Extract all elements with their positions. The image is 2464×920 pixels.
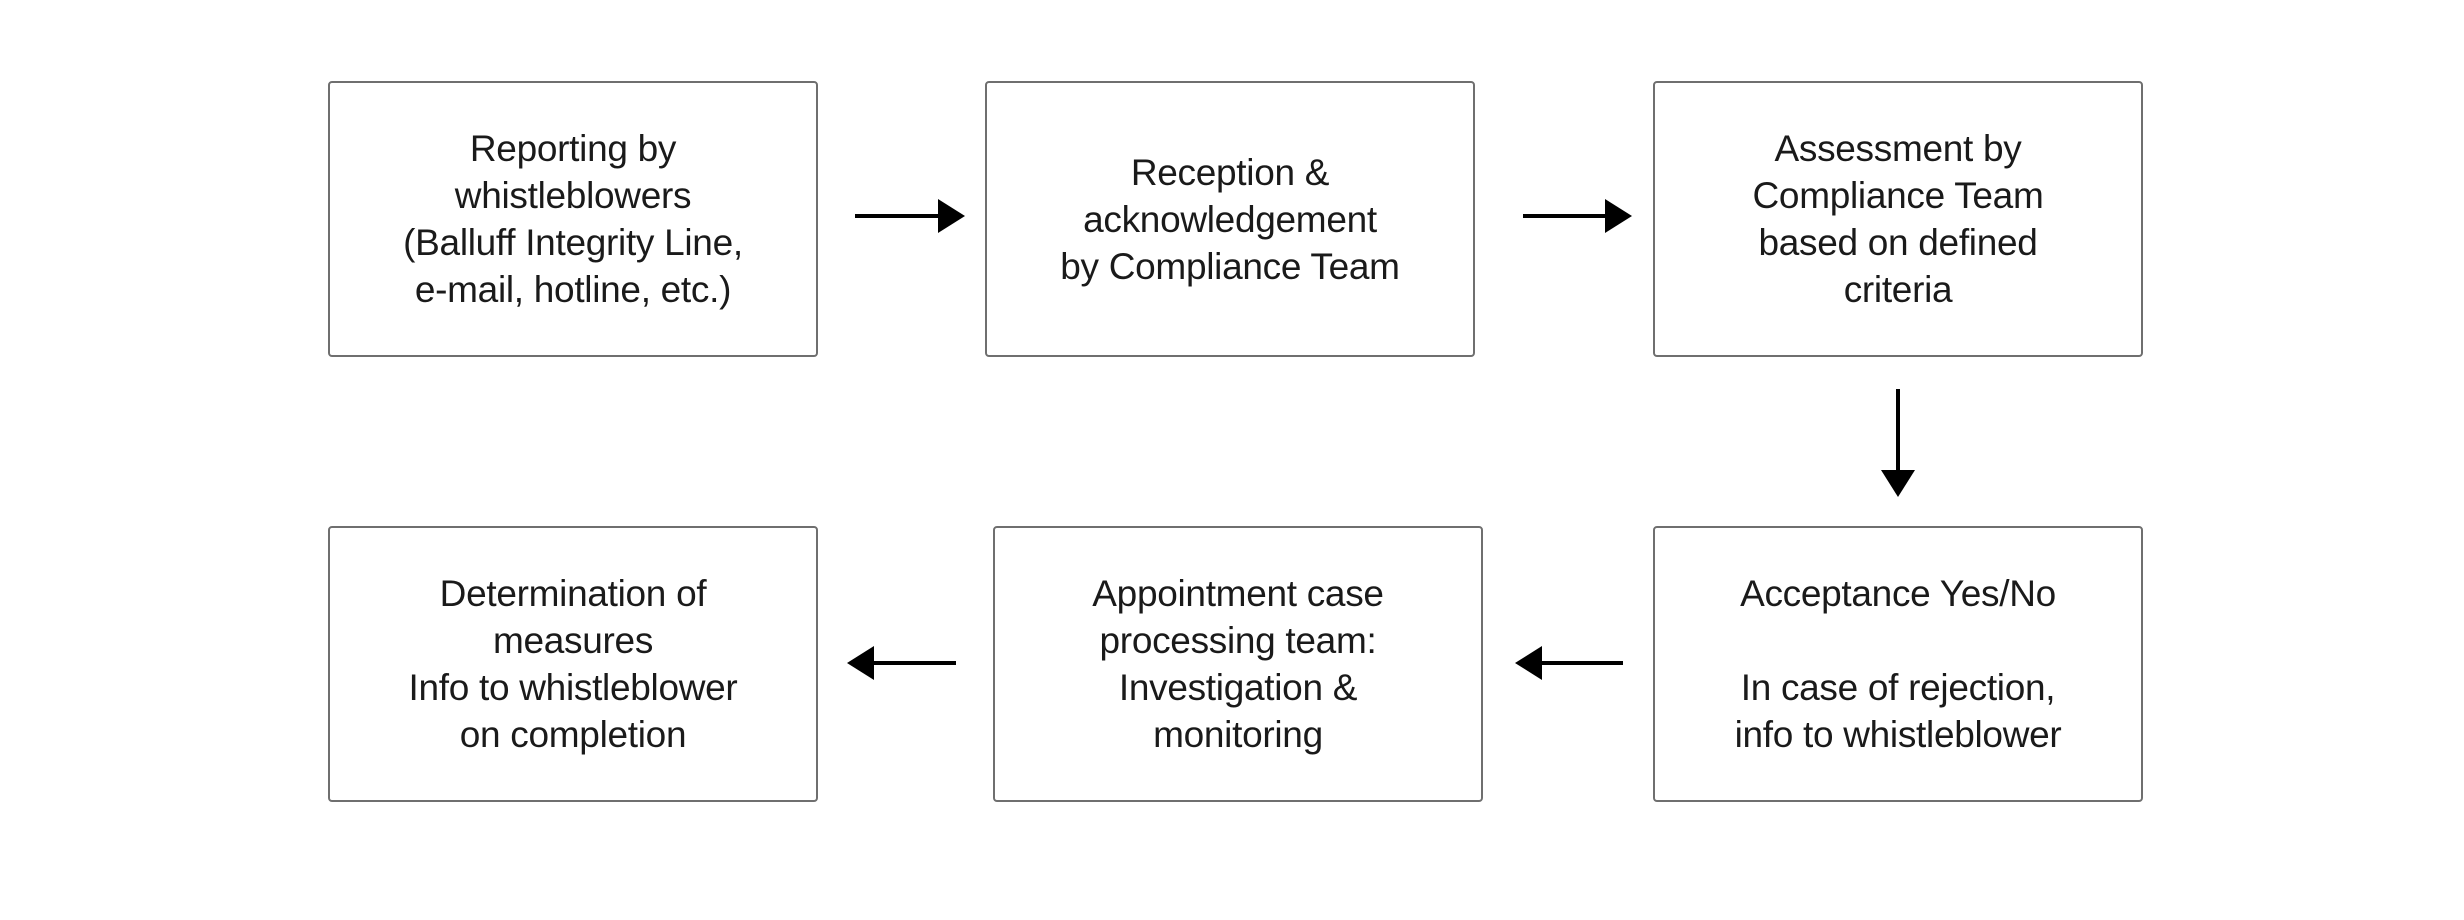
step-line: Investigation & [1118,667,1358,708]
arrow-acceptance-to-appointment [1515,646,1623,680]
step-text-reception: Reception & acknowledgement by Complianc… [1060,149,1400,290]
arrow-left-head-icon [847,646,874,680]
step-line: (Balluff Integrity Line, [403,222,743,263]
step-line: Compliance Team [1752,175,2044,216]
arrow-appointment-to-determination [847,646,956,680]
arrow-reception-to-assessment [1523,199,1632,233]
step-line: Info to whistleblower [408,667,738,708]
step-box-appointment: Appointment case processing team: Invest… [993,526,1483,802]
arrow-right-head-icon [938,199,965,233]
step-text-acceptance: Acceptance Yes/No In case of rejection, … [1735,570,2062,758]
step-text-appointment: Appointment case processing team: Invest… [1092,570,1384,758]
step-text-assessment: Assessment by Compliance Team based on d… [1753,125,2044,313]
step-text-determination: Determination of measures Info to whistl… [409,570,738,758]
step-box-acceptance: Acceptance Yes/No In case of rejection, … [1653,526,2143,802]
step-box-reception: Reception & acknowledgement by Complianc… [985,81,1475,357]
step-line: e-mail, hotline, etc.) [414,269,732,310]
step-line: by Compliance Team [1060,245,1400,287]
arrow-left-head-icon [1515,646,1542,680]
step-box-assessment: Assessment by Compliance Team based on d… [1653,81,2143,357]
step-line: acknowledgement [1083,198,1377,240]
step-line: on completion [459,714,687,755]
step-line: info to whistleblower [1734,714,2062,755]
step-line: criteria [1843,269,1953,310]
step-line: Appointment case [1092,573,1384,614]
step-box-determination: Determination of measures Info to whistl… [328,526,818,802]
step-line: monitoring [1153,714,1323,755]
step-line: Acceptance Yes/No [1740,573,2056,614]
step-line: whistleblowers [454,175,692,216]
step-box-reporting: Reporting by whistleblowers (Balluff Int… [328,81,818,357]
step-line: In case of rejection, [1740,667,2056,708]
step-line: measures [492,620,654,661]
arrow-down-head-icon [1881,470,1915,497]
step-line: Determination of [439,573,707,614]
arrow-reporting-to-reception [855,199,965,233]
step-text-reporting: Reporting by whistleblowers (Balluff Int… [403,125,743,313]
step-line: processing team: [1099,620,1377,661]
step-line: Assessment by [1774,128,2022,169]
step-line: Reporting by [469,128,677,169]
arrow-right-head-icon [1605,199,1632,233]
arrow-assessment-to-acceptance [1881,389,1915,497]
step-line: based on defined [1758,222,2038,263]
step-line: Reception & [1130,151,1330,193]
